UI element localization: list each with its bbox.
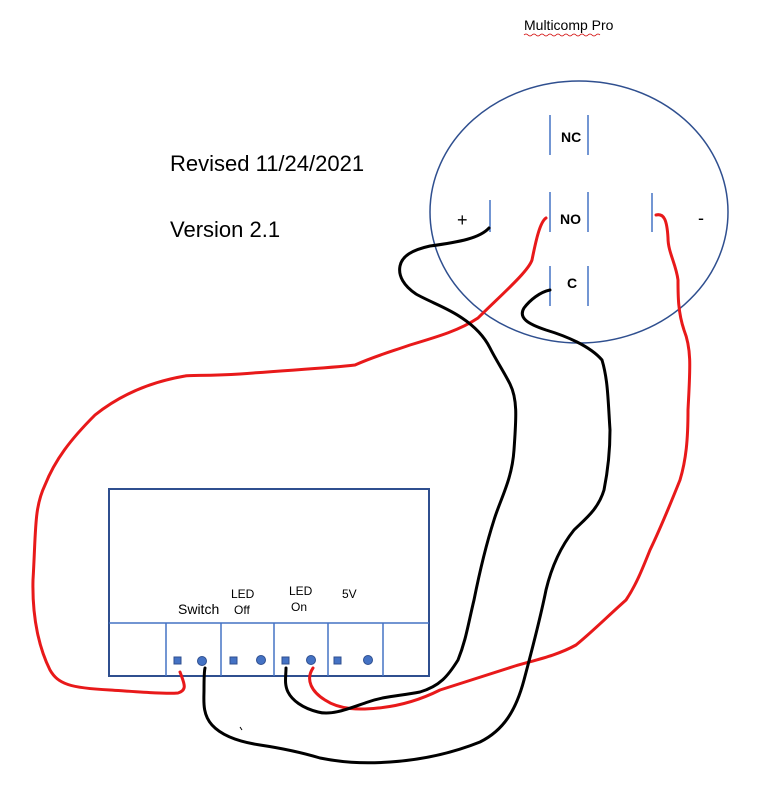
switch-round-pin <box>197 656 207 666</box>
led-off-round-pin <box>256 655 266 665</box>
stray-mark <box>239 726 243 731</box>
led-on-square-pin <box>281 656 290 665</box>
terminal-dividers <box>165 623 384 676</box>
switch-square-pin <box>173 656 182 665</box>
minus-terminal-label: - <box>698 208 704 228</box>
red-wire-no-to-switch <box>31 216 548 695</box>
nc-terminal-label: NC <box>561 129 581 145</box>
revised-date-label: Revised 11/24/2021 <box>170 151 364 176</box>
red-wires <box>31 213 692 711</box>
5v-label: 5V <box>342 587 357 601</box>
led-on-round-pin <box>306 655 316 665</box>
led-on-label-line2: On <box>291 600 307 614</box>
manufacturer-label: Multicomp Pro <box>524 17 614 33</box>
no-terminal-label: NO <box>560 211 581 227</box>
plus-terminal-label: + <box>457 210 468 230</box>
c-terminal-label: C <box>567 275 577 291</box>
spellcheck-underline <box>523 33 601 37</box>
version-label: Version 2.1 <box>170 217 280 242</box>
red-wire-minus-to-led-on <box>308 213 692 711</box>
black-wire-plus-to-led-on <box>284 226 518 715</box>
relay-terminal-brackets <box>489 115 653 306</box>
led-off-label-line1: LED <box>231 587 255 601</box>
5v-square-pin <box>333 656 342 665</box>
5v-round-pin <box>363 655 373 665</box>
terminal-pins <box>173 655 373 666</box>
switch-label: Switch <box>178 601 219 617</box>
controller-board <box>108 488 430 677</box>
led-off-label-line2: Off <box>234 603 250 617</box>
black-wire-c-to-switch <box>202 288 612 765</box>
black-wires <box>202 226 612 765</box>
led-on-label-line1: LED <box>289 584 313 598</box>
led-off-square-pin <box>229 656 238 665</box>
